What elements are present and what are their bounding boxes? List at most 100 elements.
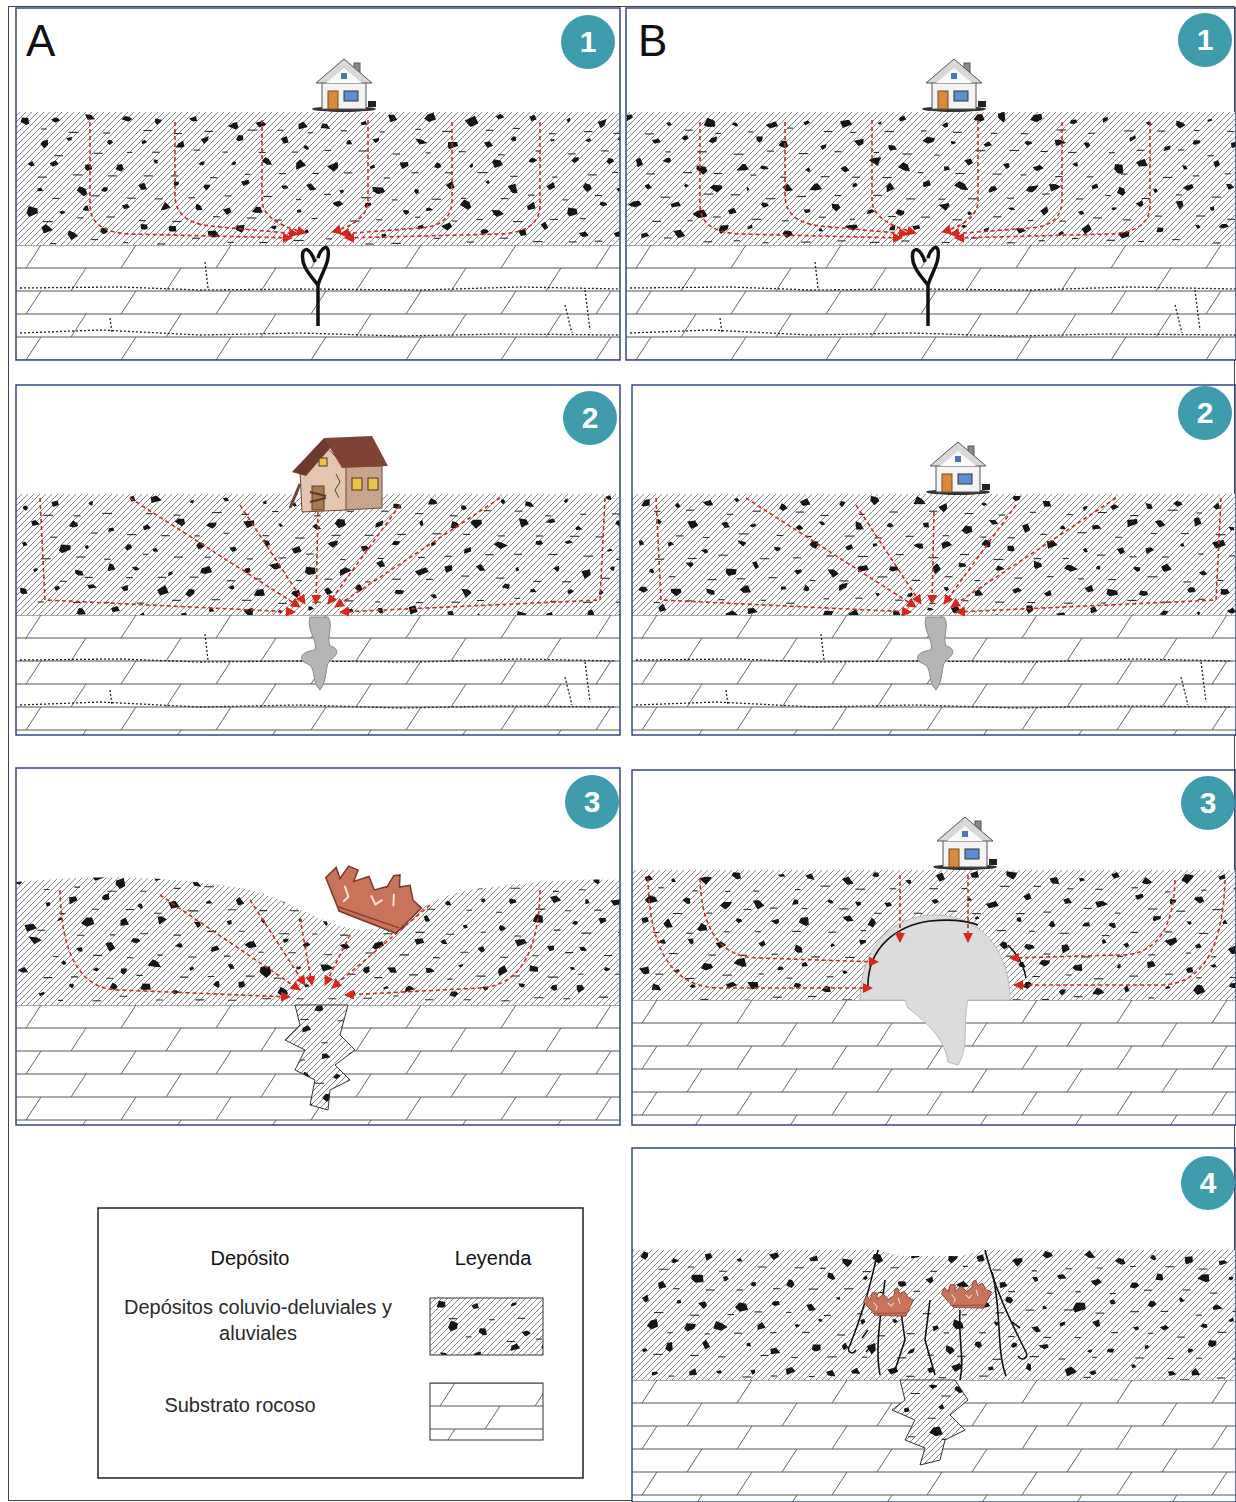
clast [1231,142,1236,148]
matrix-dash [123,242,128,243]
clast [1090,606,1097,613]
matrix-dash [515,511,523,512]
matrix-dash [856,889,866,890]
panel [632,1148,1236,1502]
matrix-dash [554,930,561,931]
clast [658,603,666,612]
matrix-dash [1176,911,1185,912]
matrix-dash [993,216,1001,217]
clast [292,546,302,554]
clast [598,119,607,128]
clast [725,611,738,620]
matrix-dash [1108,579,1116,580]
clast [1168,1371,1177,1376]
clast [899,116,906,122]
clast [194,921,201,928]
clast [363,966,370,974]
clast [28,161,35,166]
flow-arrow [932,512,934,604]
illustration-path [1206,245,1221,268]
fracture-line [815,262,818,288]
matrix-dash [873,195,882,196]
clast [142,140,147,145]
clast [137,903,143,908]
matrix-dash [274,978,281,979]
illustration-path [216,615,231,638]
clast [320,965,333,972]
fracture-line [110,318,112,333]
clast [716,1370,722,1374]
clast [701,963,713,971]
clast [756,137,763,143]
clast [388,115,397,123]
matrix-dash [727,514,733,515]
clast [69,521,78,528]
clast [999,942,1008,950]
matrix-dash [325,150,332,151]
matrix-dash [94,153,103,154]
matrix-dash [714,173,723,174]
clast [85,114,95,120]
matrix-dash [459,151,466,152]
illustration-path [596,1051,611,1074]
matrix-dash [174,935,182,936]
clast [746,187,749,191]
matrix-dash [811,956,820,957]
flow-arrow [250,900,305,985]
clast [1234,565,1236,569]
clast [673,230,685,239]
matrix-dash [771,954,778,955]
clast [998,112,1005,123]
clast [321,123,331,129]
clast [550,896,561,903]
matrix-dash [568,153,576,154]
clast [687,520,698,529]
illustration-path [1022,1000,1037,1023]
illustration-path [632,1472,1236,1473]
matrix-dash [994,559,1004,560]
clast [822,986,831,992]
clast [1060,1321,1066,1326]
matrix-dash [718,555,727,556]
matrix-dash [842,999,852,1000]
clast [1192,1368,1201,1376]
matrix-dash [1092,1357,1097,1358]
illustration-path [356,684,371,707]
matrix-dash [993,1269,1002,1270]
matrix-dash [1180,1379,1189,1380]
matrix-dash [686,510,694,511]
matrix-dash [858,556,868,557]
clast [26,206,38,217]
matrix-dash [73,174,83,175]
matrix-dash [604,955,612,956]
matrix-dash [1060,933,1069,934]
illustration-path [166,1028,181,1051]
matrix-dash [896,554,904,555]
matrix-dash [921,130,927,131]
matrix-dash [686,933,692,934]
illustration-path [261,1074,276,1097]
clast [476,564,486,571]
matrix-dash [656,974,664,975]
illustration-rect [954,91,968,101]
matrix-dash [1165,1266,1174,1267]
clast [279,1096,289,1102]
clast [886,183,894,193]
illustration-path [626,268,1236,269]
matrix-dash [1015,1380,1023,1381]
clast [49,160,58,167]
illustration-path [737,1092,752,1115]
illustration-path [947,826,983,841]
clast [176,141,185,148]
clast [752,561,759,569]
matrix-dash [863,1271,872,1272]
illustration-path [972,1449,987,1472]
matrix-dash [1040,1381,1048,1382]
matrix-dash [1040,534,1046,535]
illustration-path [406,1005,421,1028]
matrix-dash [734,1333,742,1334]
clast [198,161,204,165]
clast [951,141,956,145]
illustration-rect [982,484,990,490]
clast [989,520,998,525]
